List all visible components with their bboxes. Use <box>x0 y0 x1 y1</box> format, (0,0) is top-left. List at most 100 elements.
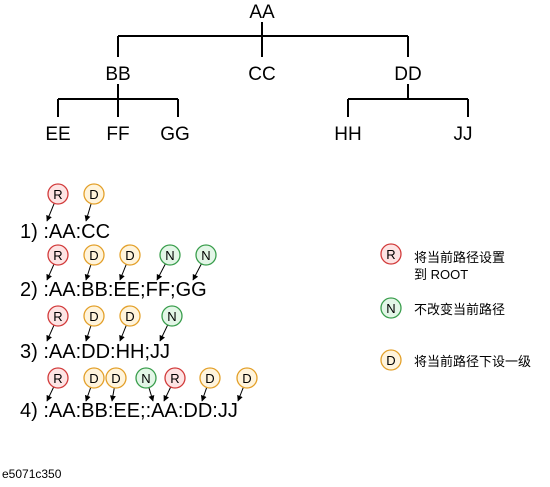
marker-arrow <box>159 324 169 342</box>
marker-letter: R <box>53 309 62 324</box>
marker-circle <box>47 367 69 389</box>
marker-d-13: D <box>83 367 105 402</box>
marker-letter: R <box>53 248 62 263</box>
marker-arrow <box>46 324 55 342</box>
marker-d-14: D <box>105 367 127 402</box>
marker-arrow <box>84 325 92 342</box>
marker-letter: N <box>167 309 176 324</box>
tree-lines <box>57 22 469 117</box>
marker-circle <box>119 305 141 327</box>
marker-d-18: D <box>236 367 258 402</box>
marker-arrow <box>84 387 92 402</box>
marker-circle <box>195 244 217 266</box>
marker-arrow <box>84 264 92 281</box>
marker-r-12: R <box>46 367 69 402</box>
marker-letter: D <box>125 248 134 263</box>
marker-circle <box>83 244 105 266</box>
marker-arrow <box>163 386 172 402</box>
legend-d: D 将当前路径下设一级 <box>380 349 531 371</box>
legend-n-letter: N <box>386 301 395 316</box>
command-2: 2) :AA:BB:EE;FF;GG <box>20 279 207 301</box>
command-1: 1) :AA:CC <box>20 221 110 243</box>
marker-letter: D <box>89 248 98 263</box>
marker-circle <box>83 305 105 327</box>
marker-r-8: R <box>46 305 69 342</box>
marker-circle <box>47 244 69 266</box>
node-bb: BB <box>105 64 130 85</box>
marker-n-7: N <box>192 244 217 281</box>
legend-n-line1: 不改变当前路径 <box>414 302 505 317</box>
marker-letter: D <box>89 309 98 324</box>
marker-circle <box>161 305 183 327</box>
node-dd: DD <box>394 64 421 85</box>
marker-r-1: R <box>46 183 69 222</box>
marker-circle <box>47 183 69 205</box>
marker-circle <box>83 367 105 389</box>
marker-circle <box>164 367 186 389</box>
marker-letter: N <box>201 248 210 263</box>
marker-arrow <box>46 263 55 281</box>
legend-r-letter: R <box>386 247 395 262</box>
marker-letter: D <box>205 371 214 386</box>
marker-arrow <box>200 387 208 402</box>
figure-id: e5071c350 <box>2 467 62 481</box>
marker-letter: D <box>89 371 98 386</box>
node-aa: AA <box>249 2 275 23</box>
legend-n: N 不改变当前路径 <box>380 297 505 319</box>
marker-letter: R <box>170 371 179 386</box>
marker-d-2: D <box>83 183 105 222</box>
marker-circle <box>199 367 221 389</box>
marker-r-3: R <box>46 244 69 281</box>
marker-d-5: D <box>119 244 141 281</box>
marker-circle <box>236 367 258 389</box>
marker-letter: N <box>141 371 150 386</box>
node-jj: JJ <box>454 124 473 145</box>
marker-letter: D <box>125 309 134 324</box>
marker-arrow <box>46 203 55 222</box>
node-ff: FF <box>106 124 129 145</box>
marker-letter: R <box>53 371 62 386</box>
marker-circle <box>105 367 127 389</box>
legend: R 将当前路径设置 到 ROOT N 不改变当前路径 D 将当前路径下设一级 <box>380 243 531 371</box>
node-ee: EE <box>45 124 70 145</box>
legend-d-line1: 将当前路径下设一级 <box>414 354 531 369</box>
node-hh: HH <box>334 124 361 145</box>
marker-r-16: R <box>163 367 186 402</box>
marker-arrow <box>192 263 202 281</box>
command-4: 4) :AA:BB:EE;:AA:DD:JJ <box>20 400 238 422</box>
marker-n-11: N <box>159 305 183 342</box>
marker-arrow <box>109 387 116 402</box>
marker-d-10: D <box>119 305 141 342</box>
marker-circle <box>47 305 69 327</box>
marker-arrow <box>46 386 55 402</box>
marker-letter: D <box>111 371 120 386</box>
marker-circle <box>83 183 105 205</box>
marker-circle <box>119 244 141 266</box>
marker-arrow <box>84 203 92 222</box>
command-3: 3) :AA:DD:HH;JJ <box>20 341 170 363</box>
marker-d-9: D <box>83 305 105 342</box>
legend-r: R 将当前路径设置 到 ROOT <box>380 243 505 282</box>
marker-n-15: N <box>135 367 157 402</box>
marker-letter: D <box>242 371 251 386</box>
marker-letter: N <box>165 248 174 263</box>
marker-arrow <box>119 264 127 281</box>
marker-circle <box>159 244 181 266</box>
marker-letter: D <box>89 187 98 202</box>
marker-circle <box>135 367 157 389</box>
legend-r-line1: 将当前路径设置 <box>414 250 505 265</box>
legend-r-line2: 到 ROOT <box>414 267 468 282</box>
marker-d-4: D <box>83 244 105 281</box>
marker-arrow <box>119 325 127 342</box>
marker-arrow <box>156 263 166 281</box>
marker-arrow <box>237 387 244 402</box>
legend-d-letter: D <box>386 353 395 368</box>
node-gg: GG <box>160 124 190 145</box>
marker-n-6: N <box>156 244 181 281</box>
marker-letter: R <box>53 187 62 202</box>
node-cc: CC <box>248 64 275 85</box>
marker-d-17: D <box>199 367 221 402</box>
marker-arrow <box>148 387 155 402</box>
